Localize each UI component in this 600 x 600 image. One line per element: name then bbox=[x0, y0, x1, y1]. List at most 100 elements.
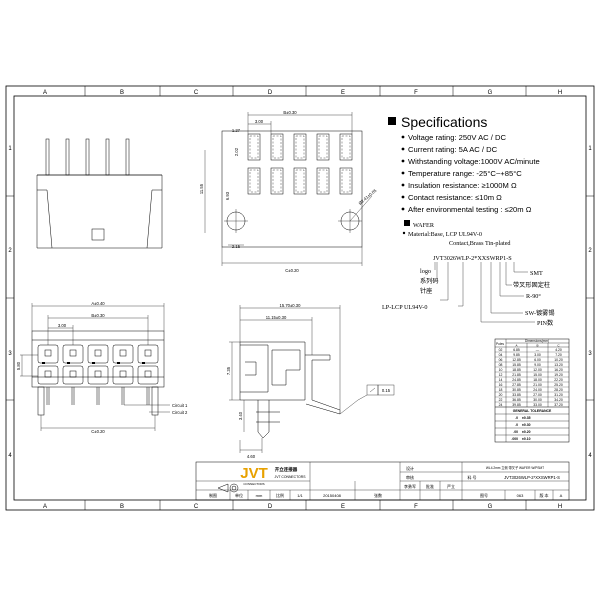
table-pole-cell: 16 bbox=[499, 383, 503, 387]
dim-c-top: C±0.20 bbox=[285, 268, 299, 273]
zone-numbers-right: 1 2 3 4 bbox=[588, 146, 592, 459]
dim-pitch-top: 3.00 bbox=[255, 119, 264, 124]
bullet-icon bbox=[401, 159, 405, 163]
specifications-block: Specifications Voltage rating: 250V AC /… bbox=[388, 114, 540, 247]
table-dim-cell: 9.00 bbox=[534, 363, 541, 367]
zone-col: E bbox=[341, 504, 345, 510]
bullet-icon bbox=[401, 147, 405, 151]
date-value: 20150408 bbox=[323, 493, 342, 498]
code-label-header: 针座 bbox=[420, 287, 432, 295]
spec-item: Insulation resistance: ≥1000M Ω bbox=[408, 181, 517, 190]
scale-value: 1/1 bbox=[297, 493, 303, 498]
table-dim-cell: 27.00 bbox=[533, 393, 542, 397]
code-label-series: 系列码 bbox=[420, 277, 439, 285]
dim-b-front: B±0.30 bbox=[91, 313, 105, 318]
dim-a-front: A±0.40 bbox=[91, 301, 105, 306]
table-col-header: A bbox=[515, 344, 517, 348]
bullet-icon bbox=[401, 135, 405, 139]
zone-col: A bbox=[43, 504, 47, 510]
brand-sub: CONNECTORS bbox=[243, 482, 264, 486]
table-dim-cell: 18.00 bbox=[533, 378, 542, 382]
tol-key: .0 bbox=[515, 423, 518, 427]
table-dim-cell: 13.20 bbox=[554, 363, 563, 367]
code-label-plating: SW-镀雾锡 bbox=[525, 309, 555, 317]
table-pole-cell: 04 bbox=[499, 353, 503, 357]
table-dim-cell: 28.20 bbox=[554, 388, 563, 392]
table-dim-cell: 10.20 bbox=[554, 358, 563, 362]
dim-2-02: 2.02 bbox=[234, 147, 239, 156]
zone-row: 2 bbox=[588, 248, 592, 254]
zone-row: 1 bbox=[8, 146, 12, 152]
table-dim-cell: 34.20 bbox=[554, 398, 563, 402]
table-dim-cell: 24.00 bbox=[533, 388, 542, 392]
zone-col: H bbox=[558, 90, 562, 96]
table-pole-cell: 20 bbox=[499, 393, 503, 397]
outer-border bbox=[5, 85, 595, 511]
unit-value: mm bbox=[256, 493, 263, 498]
table-dim-cell: 6.00 bbox=[534, 358, 541, 362]
table-dim-cell: 12.85 bbox=[512, 358, 521, 362]
dim-c-front: C±0.20 bbox=[91, 429, 105, 434]
spec-item: Temperature range: -25°C~+85°C bbox=[408, 169, 522, 178]
code-label-material: LP-LCP UL94V-0 bbox=[382, 304, 427, 311]
table-dim-cell: 33.00 bbox=[533, 403, 542, 407]
tol-key: .00 bbox=[513, 430, 518, 434]
table-dim-cell: 21.85 bbox=[512, 373, 521, 377]
tol-key: .0 bbox=[515, 416, 518, 420]
company-en: JVT CONNECTORS bbox=[275, 475, 307, 479]
table-pole-cell: 08 bbox=[499, 363, 503, 367]
table-dim-cell: 19.20 bbox=[554, 373, 563, 377]
front-view: A±0.40 B±0.30 3.00 5.80 C±0.20 Circuit 1… bbox=[16, 301, 188, 434]
part-description: WL4.2mm 立侧 带叉子 WAFER W/PSMT bbox=[486, 465, 544, 470]
code-label-logo: logo bbox=[420, 268, 431, 275]
tol-val: ±0.20 bbox=[522, 430, 531, 434]
table-col-header: B bbox=[536, 344, 538, 348]
spec-item: Current rating: 5A AC / DC bbox=[408, 145, 498, 154]
table-dim-cell: 27.85 bbox=[512, 383, 521, 387]
specs-title: Specifications bbox=[401, 114, 487, 130]
table-dim-cell: 7.20 bbox=[555, 353, 562, 357]
table-pole-cell: 14 bbox=[499, 378, 503, 382]
dim-flatness: 0.15 bbox=[382, 388, 391, 393]
title-block: JVT CONNECTORS 开立连接器 JVT CONNECTORS 制图 单… bbox=[195, 461, 570, 501]
dim-2-15: 2.15 bbox=[232, 244, 241, 249]
rev-value: A bbox=[560, 493, 563, 498]
top-left-side-view bbox=[36, 138, 163, 249]
table-pole-cell: 22 bbox=[499, 398, 503, 402]
dim-5-80: 5.80 bbox=[16, 361, 21, 370]
table-dim-cell: 4.20 bbox=[555, 348, 562, 352]
table-dim-cell: 9.85 bbox=[513, 353, 520, 357]
zone-row: 3 bbox=[8, 351, 12, 357]
bullet-icon bbox=[401, 207, 405, 211]
projection-symbol-icon bbox=[217, 483, 239, 493]
table-pole-cell: 02 bbox=[499, 348, 503, 352]
zone-row: 3 bbox=[588, 351, 592, 357]
table-dim-cell: 3.00 bbox=[534, 353, 541, 357]
table-dim-cell: 30.85 bbox=[512, 388, 521, 392]
dim-4-60: 4.60 bbox=[247, 454, 256, 459]
table-dim-cell: 39.85 bbox=[512, 403, 521, 407]
zone-letters-bottom: A B C D E F G H bbox=[43, 504, 562, 510]
zone-col: G bbox=[488, 90, 493, 96]
spec-item: Withstanding voltage:1000V AC/minute bbox=[408, 157, 540, 166]
table-pole-cell: 06 bbox=[499, 358, 503, 362]
tolerance-title: GENERAL TOLERANCE bbox=[513, 409, 552, 413]
bullet-icon bbox=[401, 195, 405, 199]
table-dim-cell: — bbox=[536, 348, 540, 352]
zone-numbers-left: 1 2 3 4 bbox=[8, 146, 12, 459]
dim-7-35: 7.35 bbox=[226, 366, 231, 375]
part-number-value: JVT3026WLP-2*XXSWRP1-S bbox=[504, 475, 560, 480]
table-dim-cell: 31.20 bbox=[554, 393, 563, 397]
zone-col: E bbox=[341, 90, 345, 96]
label-draw: 制图 bbox=[209, 492, 217, 498]
table-dim-cell: 25.20 bbox=[554, 383, 563, 387]
bullet-icon bbox=[402, 231, 406, 235]
tol-val: ±0.35 bbox=[522, 416, 531, 420]
table-dim-cell: 16.20 bbox=[554, 368, 563, 372]
zone-col: F bbox=[414, 504, 418, 510]
zone-col: B bbox=[120, 90, 124, 96]
part-code-breakdown: JVT3026WLP-2*XXSWRP1-S logo 系列码 针座 LP-LC… bbox=[382, 255, 555, 327]
code-label-fork-post: 带叉形固定柱 bbox=[513, 281, 550, 289]
